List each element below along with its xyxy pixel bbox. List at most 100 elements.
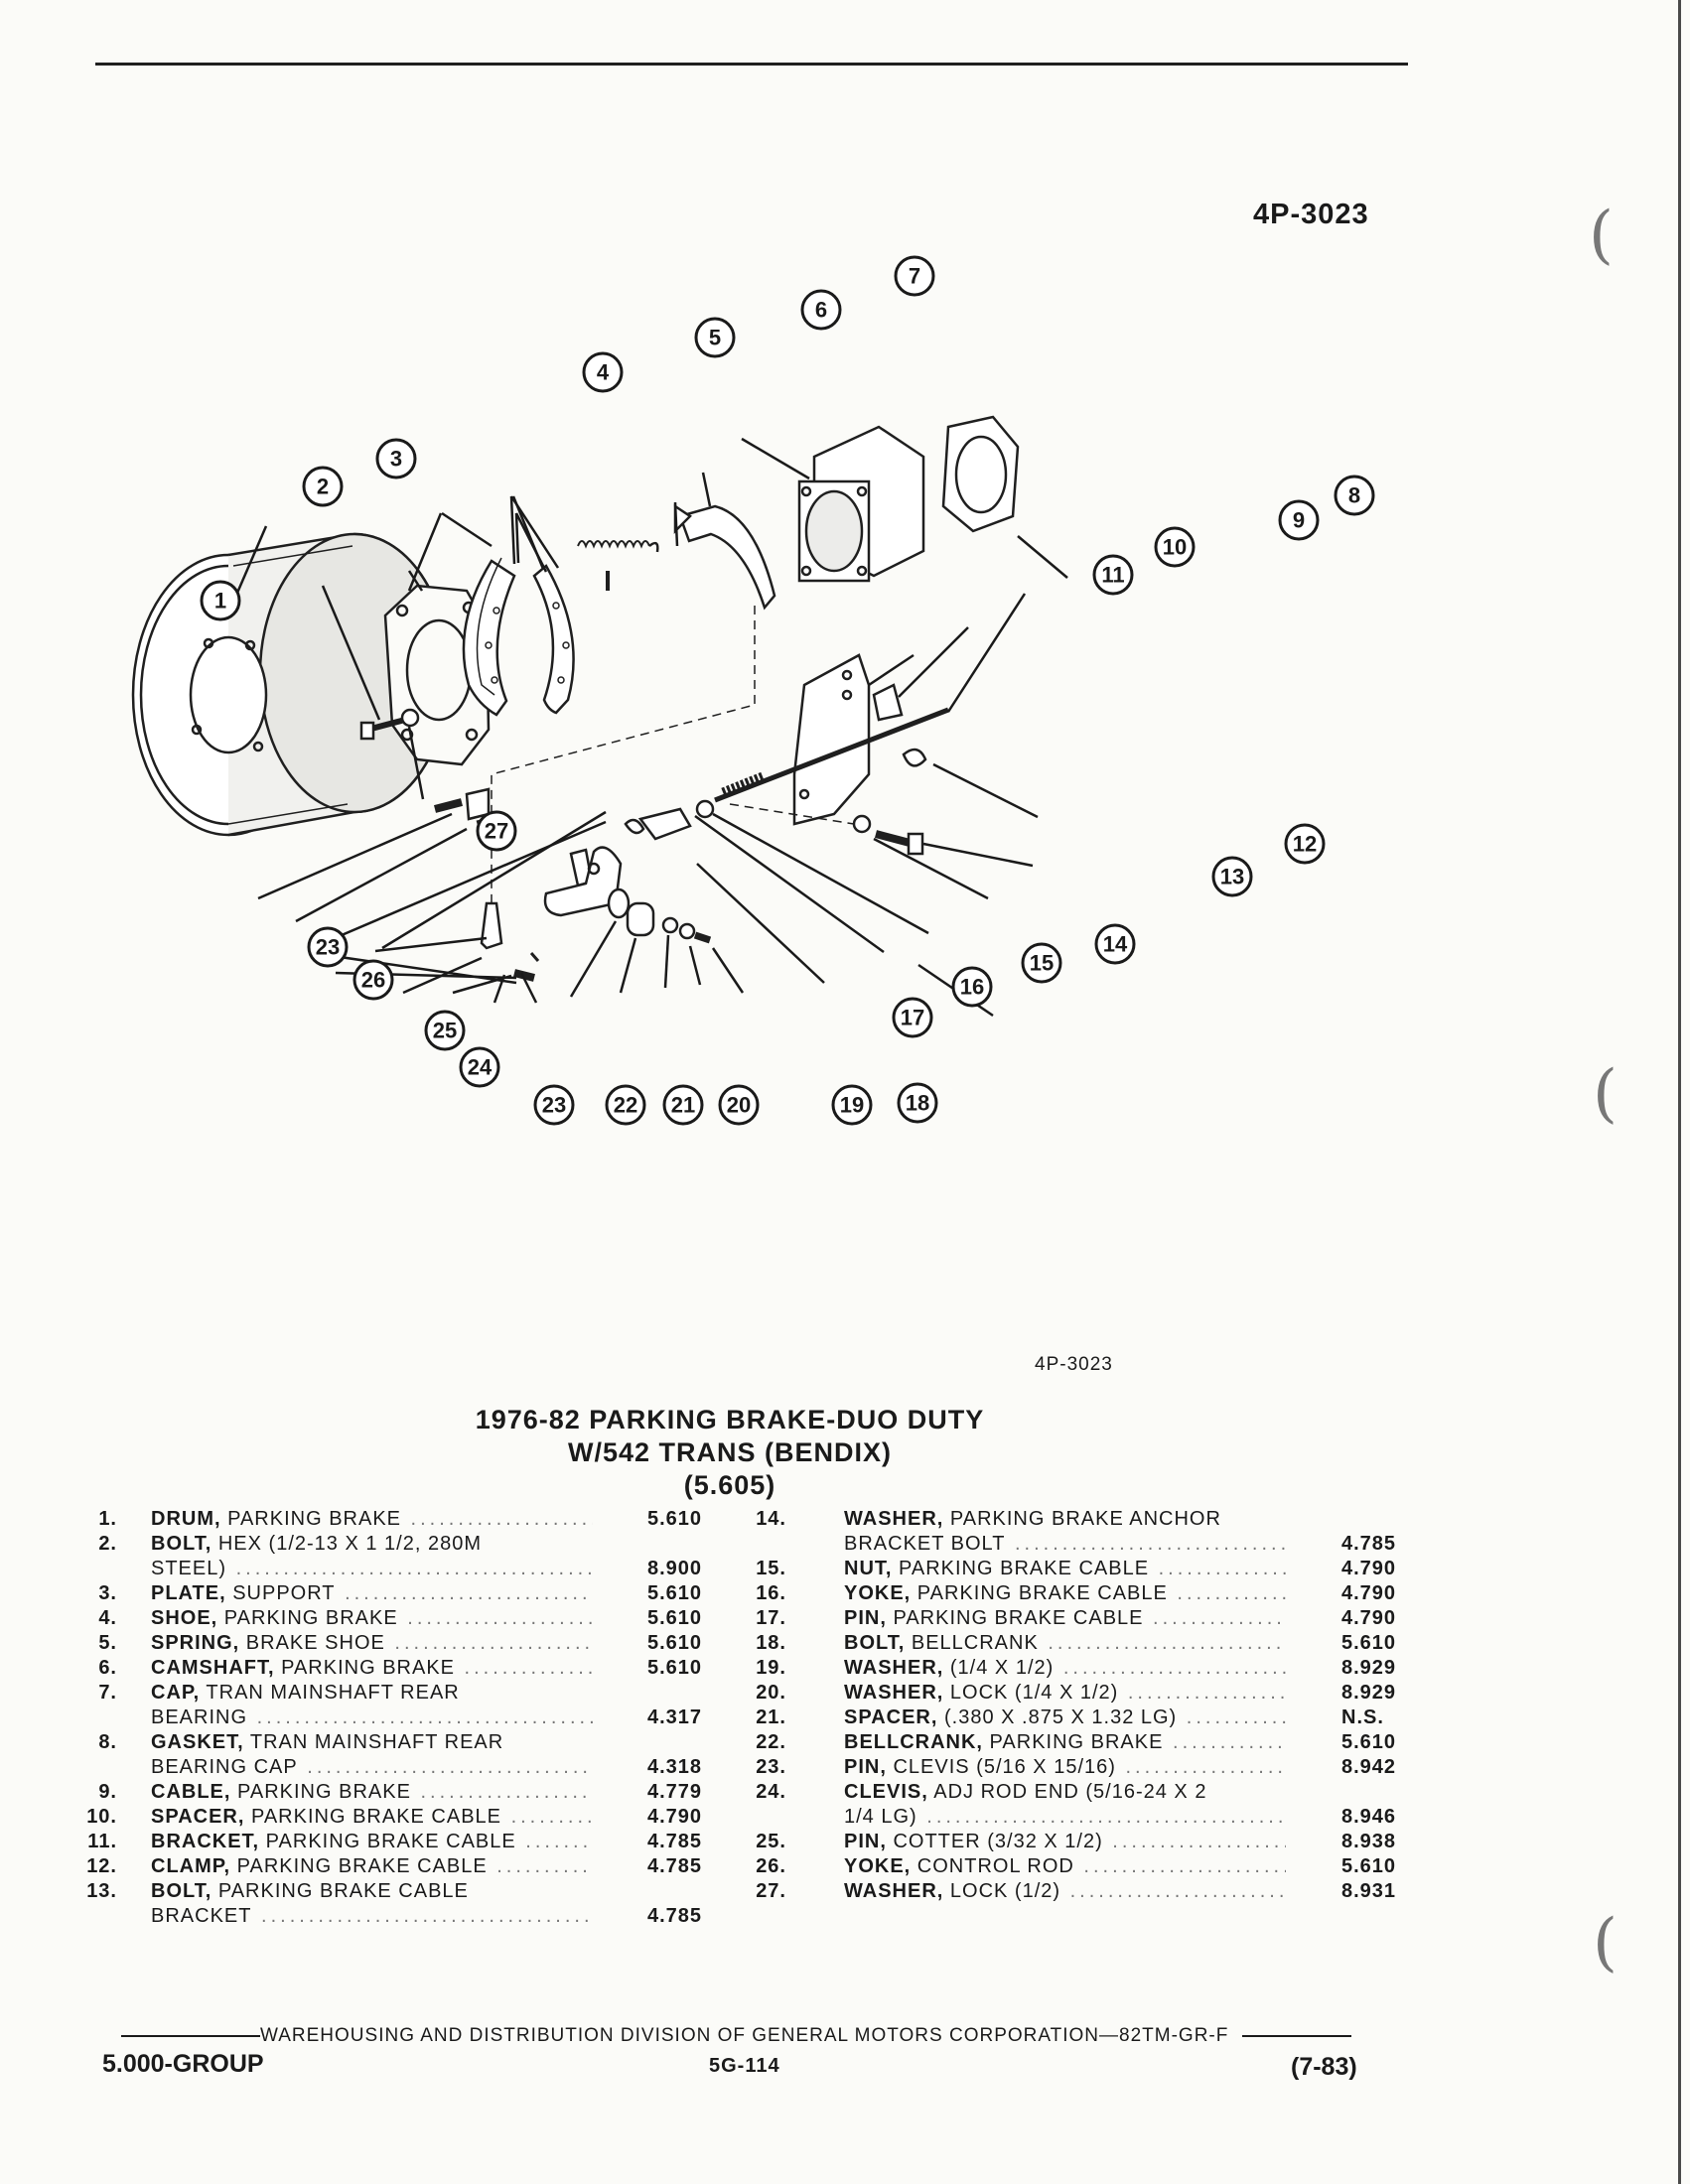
part-detail: 1/4 LG)	[844, 1806, 917, 1828]
page-subtitle: W/542 TRANS (BENDIX)	[567, 1437, 893, 1467]
page-edge	[1678, 0, 1681, 2184]
svg-text:23: 23	[542, 1093, 566, 1118]
part-name: CAP,	[151, 1682, 201, 1704]
svg-text:4: 4	[597, 360, 610, 385]
group-number: 5.610	[647, 1657, 703, 1679]
leader-dots: ........................................…	[525, 1831, 593, 1852]
callout-5: 5	[694, 317, 736, 358]
part-number: 12.	[86, 1855, 117, 1877]
leader-dots: ........................................…	[407, 1607, 593, 1629]
part-name: SHOE,	[151, 1607, 218, 1629]
part-detail: PARKING BRAKE CABLE	[892, 1558, 1150, 1579]
part-row: 19.WASHER, (1/4 X 1/2) .................…	[749, 1656, 1424, 1681]
leader-dots: ........................................…	[1153, 1607, 1286, 1629]
part-number: 23.	[756, 1756, 786, 1778]
svg-text:22: 22	[614, 1093, 637, 1118]
svg-text:20: 20	[727, 1093, 751, 1118]
part-name: BOLT,	[844, 1632, 906, 1654]
part-detail: BELLCRANK	[905, 1632, 1039, 1654]
callout-8: 8	[1334, 475, 1375, 516]
leader-dots: ........................................…	[1186, 1706, 1286, 1728]
footer-division-line: WAREHOUSING AND DISTRIBUTION DIVISION OF…	[121, 2025, 1352, 2047]
part-row: 1.DRUM, PARKING BRAKE ..................…	[79, 1507, 725, 1532]
parking-brake-cable-drawing	[714, 707, 949, 803]
part-name: BRACKET,	[151, 1831, 260, 1852]
part-name: BELLCRANK,	[844, 1731, 983, 1753]
leader-dots: ........................................…	[926, 1806, 1286, 1828]
group-number: 4.317	[647, 1706, 703, 1728]
svg-text:24: 24	[468, 1055, 493, 1080]
part-name: WASHER,	[844, 1682, 944, 1704]
group-number: 5.610	[647, 1508, 703, 1530]
callout-14: 14	[1094, 923, 1136, 965]
part-description: PLATE, SUPPORT .........................…	[151, 1581, 593, 1606]
camshaft-drawing	[673, 503, 776, 611]
part-description: YOKE, CONTROL ROD ......................…	[844, 1854, 1286, 1879]
part-row: 4.SHOE, PARKING BRAKE ..................…	[79, 1606, 725, 1631]
part-number: 10.	[86, 1806, 117, 1828]
part-number: 3.	[98, 1582, 117, 1604]
part-number: 15.	[756, 1558, 786, 1579]
cable-bracket-drawing	[792, 653, 904, 826]
part-row: 23.PIN, CLEVIS (5/16 X 15/16) ..........…	[749, 1755, 1424, 1780]
leader-dots: ........................................…	[345, 1582, 593, 1604]
part-name: WASHER,	[844, 1657, 944, 1679]
leader-dots: ........................................…	[1127, 1682, 1286, 1704]
group-number: 4.790	[1341, 1582, 1397, 1604]
part-row: BRACKET ................................…	[79, 1904, 725, 1929]
part-description: DRUM, PARKING BRAKE ....................…	[151, 1507, 593, 1532]
part-row: 12.CLAMP, PARKING BRAKE CABLE ..........…	[79, 1854, 725, 1879]
leader-dots: ........................................…	[1048, 1632, 1286, 1654]
svg-text:18: 18	[906, 1091, 929, 1116]
part-row: 10.SPACER, PARKING BRAKE CABLE .........…	[79, 1805, 725, 1830]
part-row: 20.WASHER, LOCK (1/4 X 1/2) ............…	[749, 1681, 1424, 1706]
part-description: BRACKET, PARKING BRAKE CABLE ...........…	[151, 1830, 593, 1854]
part-row: STEEL) .................................…	[79, 1557, 725, 1581]
callout-25: 25	[424, 1010, 466, 1051]
part-description: CABLE, PARKING BRAKE ...................…	[151, 1780, 593, 1805]
part-description: BEARING CAP ............................…	[151, 1755, 593, 1780]
group-number: 5.610	[647, 1607, 703, 1629]
part-description: 1/4 LG) ................................…	[844, 1805, 1286, 1830]
svg-text:2: 2	[317, 475, 329, 499]
part-row: 21.SPACER, (.380 X .875 X 1.32 LG) .....…	[749, 1706, 1424, 1730]
group-number: 4.785	[647, 1855, 703, 1877]
part-detail: PARKING BRAKE	[983, 1731, 1164, 1753]
part-name: DRUM,	[151, 1508, 221, 1530]
part-row: 13.BOLT, PARKING BRAKE CABLE	[79, 1879, 725, 1904]
part-detail: BRACKET	[151, 1905, 252, 1927]
part-row: 6.CAMSHAFT, PARKING BRAKE ..............…	[79, 1656, 725, 1681]
part-row: 2.BOLT, HEX (1/2-13 X 1 1/2, 280M	[79, 1532, 725, 1557]
part-description: PIN, COTTER (3/32 X 1/2) ...............…	[844, 1830, 1286, 1854]
part-number: 27.	[756, 1880, 786, 1902]
part-name: YOKE,	[844, 1582, 912, 1604]
group-number: 4.779	[647, 1781, 703, 1803]
part-detail: BEARING CAP	[151, 1756, 298, 1778]
group-number: 8.946	[1341, 1806, 1397, 1828]
svg-text:7: 7	[909, 264, 920, 289]
part-detail: PARKING BRAKE ANCHOR	[943, 1508, 1221, 1530]
part-description: PIN, PARKING BRAKE CABLE ...............…	[844, 1606, 1286, 1631]
part-name: PIN,	[844, 1607, 887, 1629]
svg-text:8: 8	[1348, 483, 1360, 508]
part-detail: HEX (1/2-13 X 1 1/2, 280M	[211, 1533, 482, 1555]
brake-shoe-drawing	[462, 557, 575, 717]
part-description: WASHER, LOCK (1/2) .....................…	[844, 1879, 1286, 1904]
part-row: 25.PIN, COTTER (3/32 X 1/2) ............…	[749, 1830, 1424, 1854]
part-detail: PARKING BRAKE	[274, 1657, 455, 1679]
part-name: YOKE,	[844, 1855, 912, 1877]
page-number: 5G-114	[709, 2055, 780, 2077]
part-name: GASKET,	[151, 1731, 244, 1753]
leader-dots: ........................................…	[1173, 1731, 1286, 1753]
part-detail: STEEL)	[151, 1558, 227, 1579]
part-description: BRACKET ................................…	[151, 1904, 593, 1929]
leader-dots: ........................................…	[410, 1508, 593, 1530]
top-rule	[95, 63, 1408, 66]
part-detail: PARKING BRAKE CABLE	[230, 1855, 488, 1877]
part-detail: PARKING BRAKE CABLE	[911, 1582, 1168, 1604]
part-description: YOKE, PARKING BRAKE CABLE ..............…	[844, 1581, 1286, 1606]
group-number: 4.785	[647, 1831, 703, 1852]
part-number: 26.	[756, 1855, 786, 1877]
callout-16: 16	[951, 966, 993, 1008]
part-row: 3. PLATE, SUPPORT .......................…	[79, 1581, 725, 1606]
